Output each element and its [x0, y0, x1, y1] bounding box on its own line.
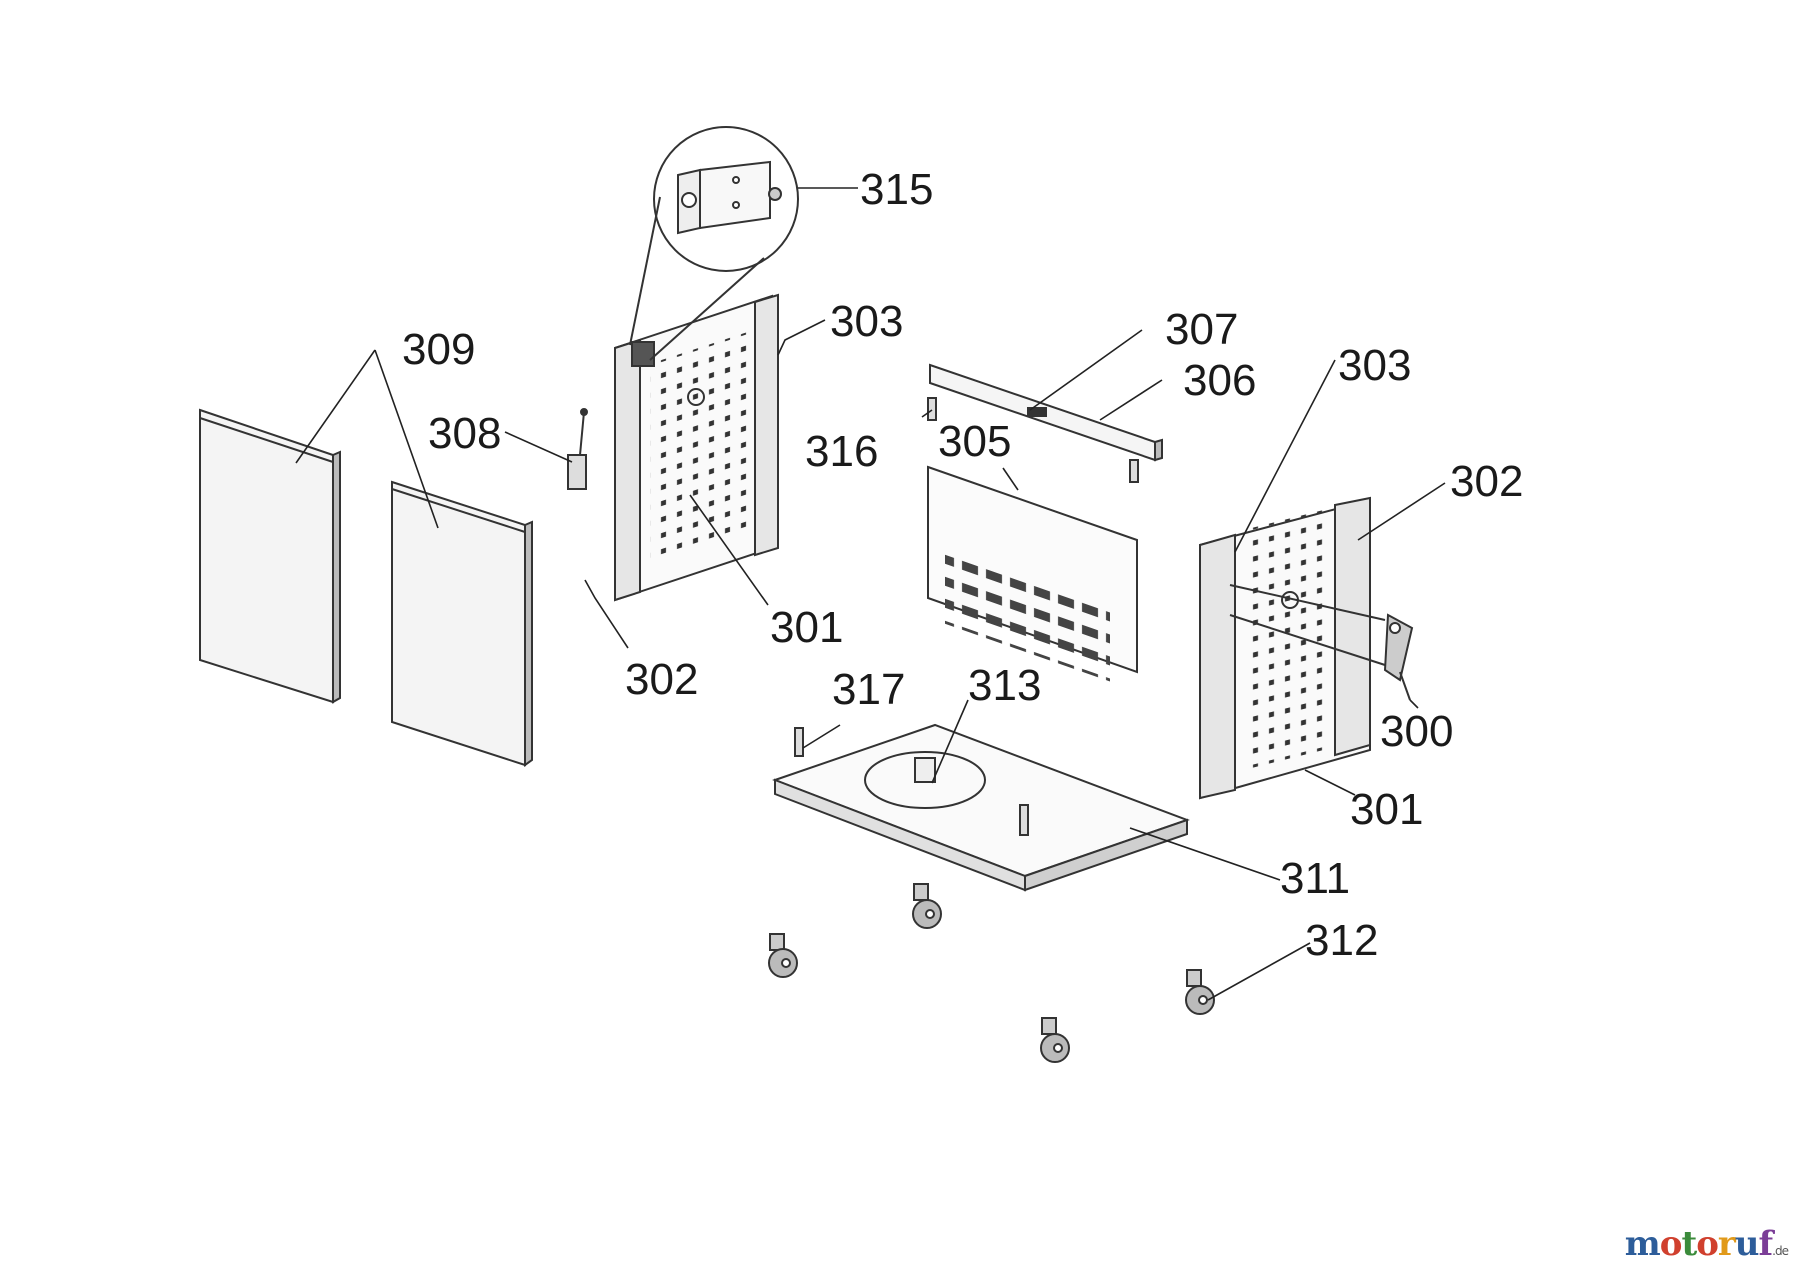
base-plate-311 — [772, 723, 1190, 892]
part-label-303-right: 303 — [1338, 341, 1411, 390]
bracket-detail-315 — [629, 126, 799, 361]
part-label-301-left: 301 — [770, 603, 843, 652]
motoruf-watermark-logo: motoruf.de — [1624, 1224, 1789, 1264]
part-label-302-right: 302 — [1450, 457, 1523, 506]
magnet-catch-308 — [567, 408, 588, 490]
hinge-300 — [1383, 613, 1414, 701]
part-label-317: 317 — [832, 665, 905, 714]
leader-lines — [295, 187, 1446, 1001]
door-panel-309-right — [391, 480, 533, 767]
part-label-311: 311 — [1280, 854, 1350, 903]
part-label-313: 313 — [968, 661, 1041, 710]
part-label-308: 308 — [428, 409, 501, 458]
door-panel-309-left — [199, 408, 341, 704]
part-label-303-left: 303 — [830, 297, 903, 346]
part-number-labels: 315 303 309 308 307 306 303 316 305 302 … — [402, 165, 1523, 965]
part-label-301-right: 301 — [1350, 785, 1423, 834]
part-label-307: 307 — [1165, 305, 1238, 354]
caster-312-a — [912, 883, 942, 929]
side-panel-left-301 — [614, 293, 779, 602]
back-panel-305 — [927, 465, 1138, 682]
part-label-315: 315 — [860, 165, 933, 214]
caster-312-c — [1185, 969, 1215, 1015]
part-label-309: 309 — [402, 325, 475, 374]
part-label-302-left: 302 — [625, 655, 698, 704]
part-label-300: 300 — [1380, 707, 1453, 756]
pin-316 — [927, 397, 1139, 483]
top-rail-306-307 — [929, 363, 1163, 462]
part-label-306: 306 — [1183, 356, 1256, 405]
bolt-317 — [794, 727, 1029, 836]
caster-312-d — [1040, 1017, 1070, 1063]
part-label-312: 312 — [1305, 916, 1378, 965]
part-label-305: 305 — [938, 417, 1011, 466]
part-label-316: 316 — [805, 427, 878, 476]
side-panel-right-301 — [1199, 496, 1386, 800]
caster-312-b — [768, 933, 798, 978]
